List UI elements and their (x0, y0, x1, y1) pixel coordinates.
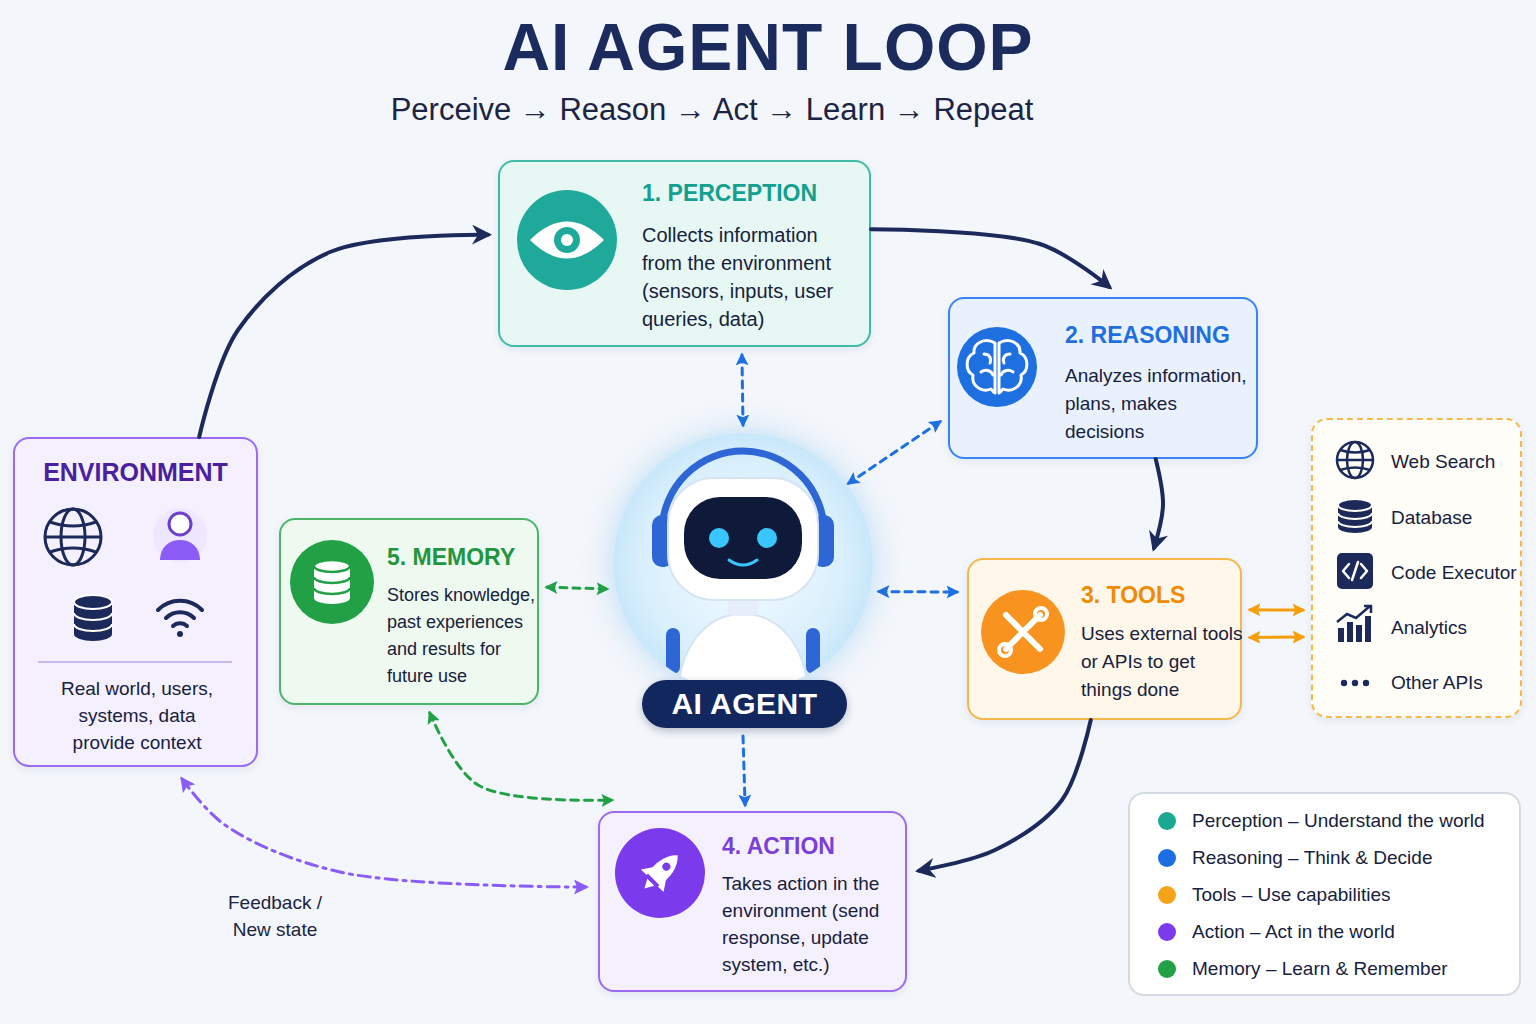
step-title: 4. ACTION (722, 833, 902, 861)
tool-arrow (1250, 636, 1303, 639)
legend-text: Tools – Use capabilities (1192, 882, 1391, 908)
step-title: 5. MEMORY (387, 544, 537, 572)
legend-swatch (1158, 923, 1176, 941)
legend-text: Memory – Learn & Remember (1192, 956, 1448, 982)
tool-name: Analytics (1391, 616, 1519, 640)
agent-circle: AI AGENT (613, 433, 873, 693)
legend-text: Action – Act in the world (1192, 919, 1395, 945)
agent-label: AI AGENT (642, 680, 847, 728)
flow-arrow (199, 235, 488, 437)
legend-swatch (1158, 886, 1176, 904)
step-description: Collects information from the environmen… (642, 221, 842, 333)
reasoning-box: 2. REASONING Analyzes information, plans,… (948, 297, 1258, 459)
step-description: Uses external tools or APIs to get thing… (1081, 620, 1247, 704)
link-arrow (547, 587, 607, 589)
box-title: ENVIRONMENT (15, 457, 256, 487)
step-description: Stores knowledge, past experiences and r… (387, 582, 539, 690)
legend-text: Perception – Understand the world (1192, 808, 1485, 834)
step-title: 3. TOOLS (1081, 582, 1241, 610)
legend-item: Reasoning – Think & Decide (1130, 845, 1520, 871)
legend-swatch (1158, 812, 1176, 830)
legend-box: Perception – Understand the worldReasoni… (1128, 792, 1521, 996)
subtitle: Perceive → Reason → Act → Learn → Repeat (391, 92, 1034, 128)
edge-label: Feedback / New state (220, 889, 330, 943)
step-title: 1. PERCEPTION (642, 180, 870, 208)
link-arrow (849, 422, 940, 484)
legend-swatch (1158, 849, 1176, 867)
legend-swatch (1158, 960, 1176, 978)
memory-box: 5. MEMORY Stores knowledge, past experien… (279, 518, 539, 705)
tool-list-box: Web SearchDatabaseCode ExecutorAnalytics… (1311, 418, 1522, 718)
legend-text: Reasoning – Think & Decide (1192, 845, 1432, 871)
link-arrow (430, 713, 612, 800)
tool-name: Other APIs (1391, 671, 1519, 695)
tool-name: Database (1391, 506, 1519, 530)
feedback-arrow (182, 779, 586, 887)
legend-item: Tools – Use capabilities (1130, 882, 1520, 908)
step-description: Analyzes information, plans, makes decis… (1065, 362, 1255, 446)
step-description: Takes action in the environment (send re… (722, 870, 897, 978)
perception-box: 1. PERCEPTION Collects information from t… (498, 160, 871, 347)
tool-name: Web Search (1391, 450, 1519, 474)
action-box: 4. ACTION Takes action in the environment… (598, 811, 907, 992)
legend-item: Action – Act in the world (1130, 919, 1520, 945)
link-arrow (743, 736, 745, 805)
link-arrow (879, 590, 957, 593)
legend-item: Perception – Understand the world (1130, 808, 1520, 834)
link-arrow (742, 355, 743, 425)
step-title: 2. REASONING (1065, 322, 1255, 350)
box-description: Real world, users, systems, data provide… (52, 675, 222, 756)
flow-arrow (919, 720, 1091, 871)
tools-box: 3. TOOLSUses external tools or APIs to g… (967, 558, 1242, 720)
flow-arrow (871, 229, 1109, 287)
tool-arrow (1250, 608, 1303, 611)
diagram-title: AI AGENT LOOP (502, 9, 1033, 85)
legend-item: Memory – Learn & Remember (1130, 956, 1520, 982)
tool-name: Code Executor (1391, 561, 1519, 585)
flow-arrow (1154, 459, 1163, 548)
environment-box: ENVIRONMENT Real world, users, systems, d… (13, 437, 258, 767)
